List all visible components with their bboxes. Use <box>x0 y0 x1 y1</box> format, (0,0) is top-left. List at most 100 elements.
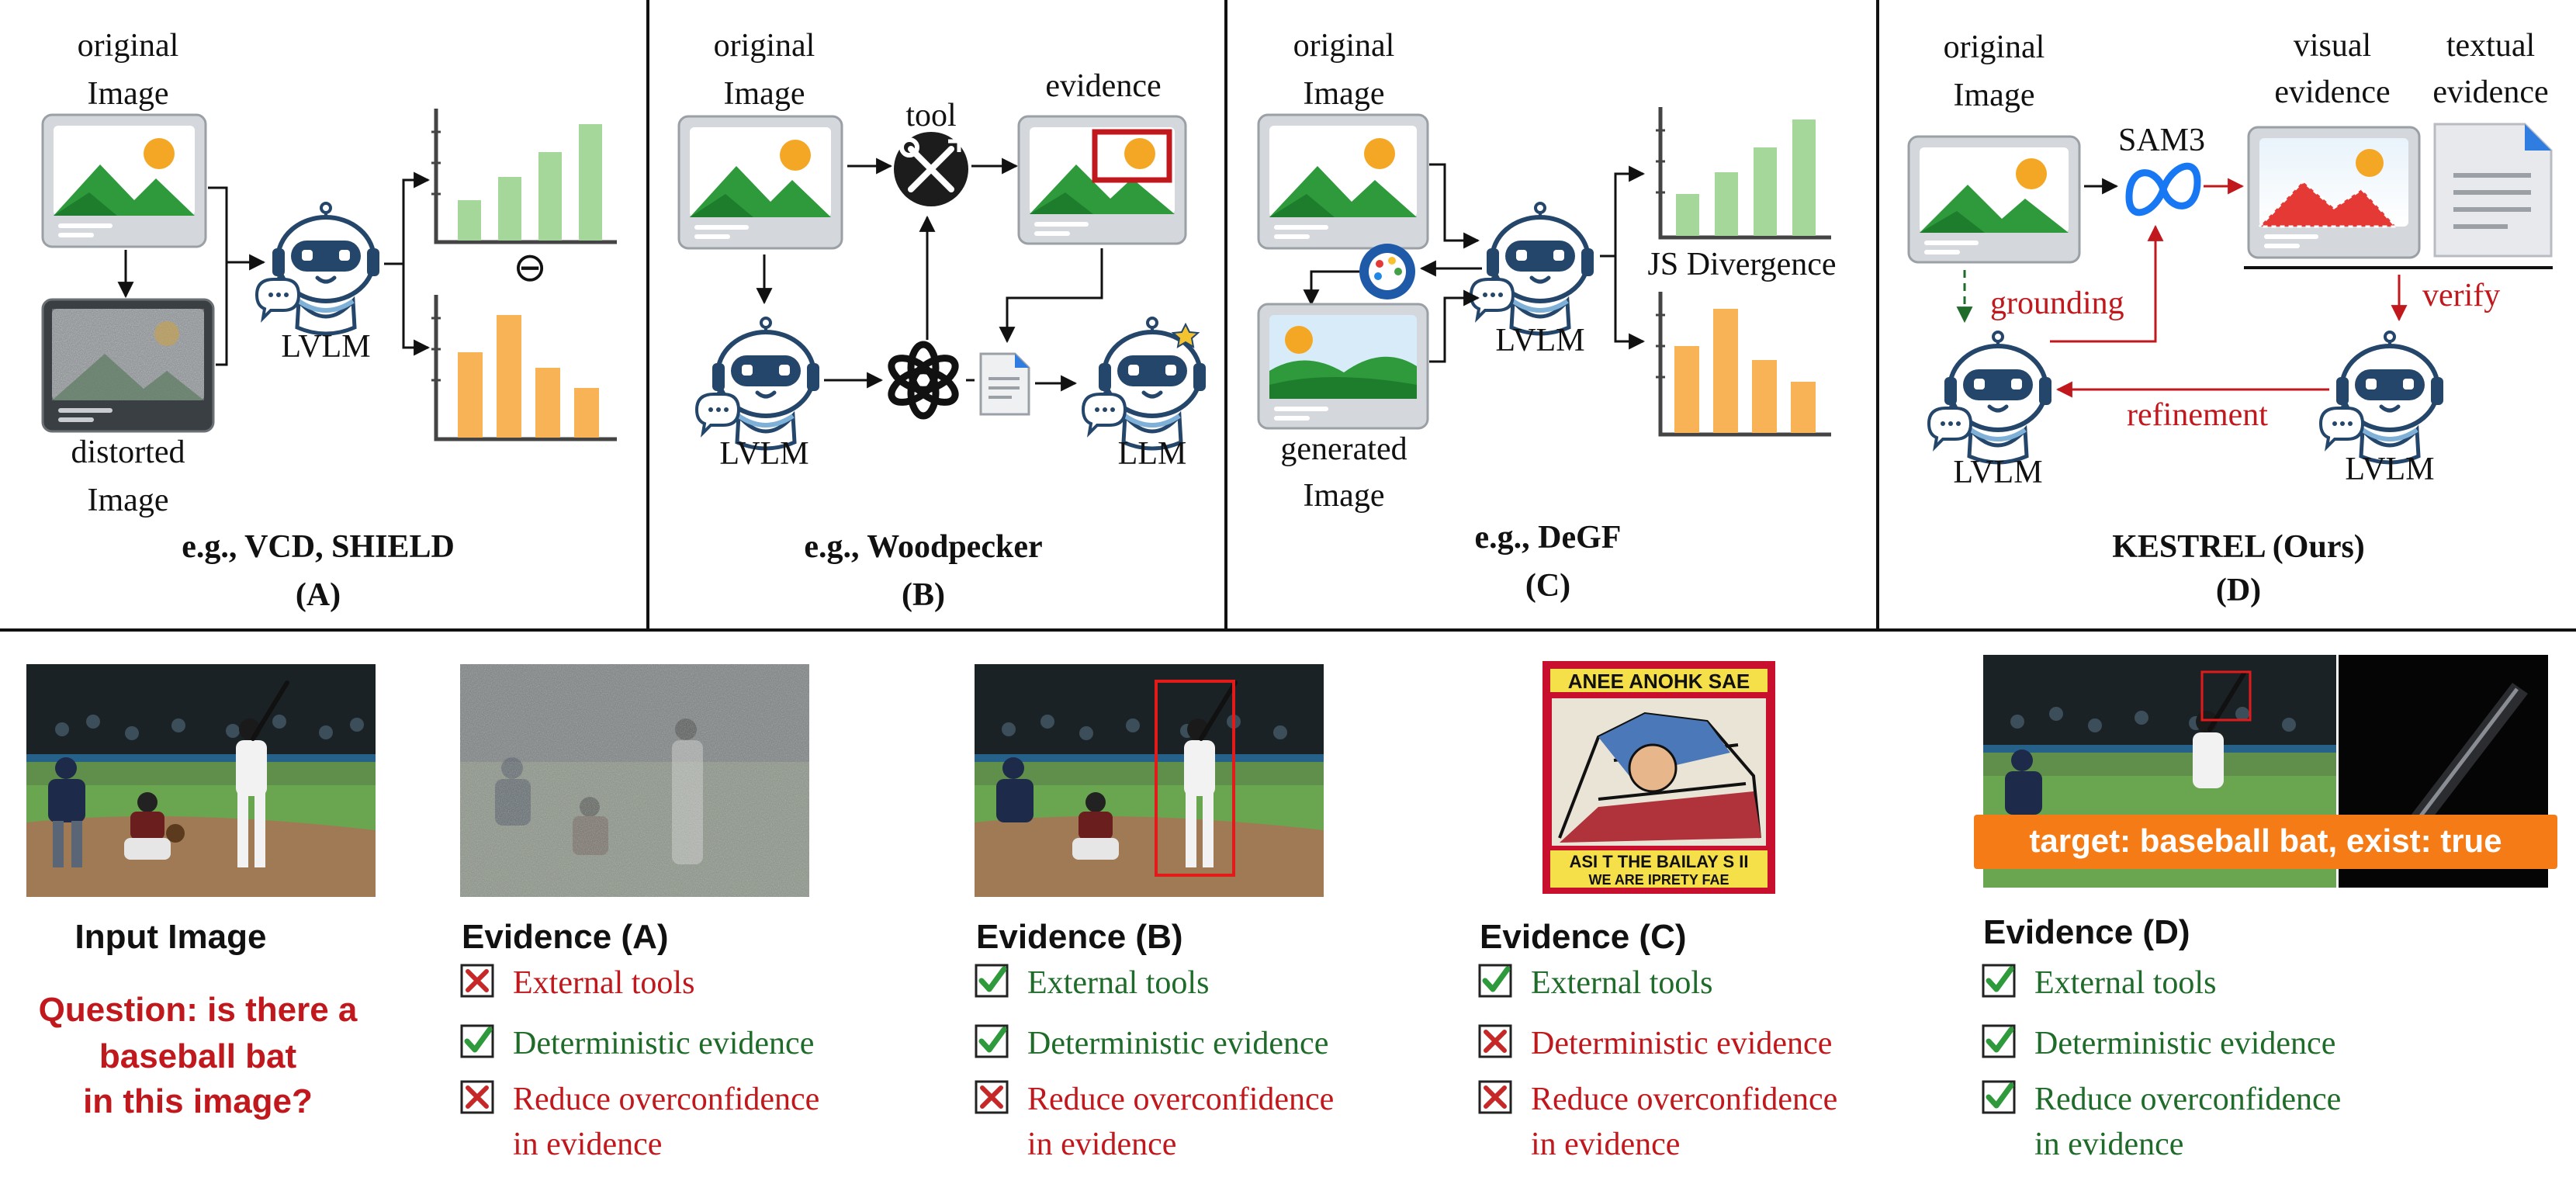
evidence-b-image <box>975 664 1324 897</box>
cross-icon <box>460 1080 494 1114</box>
evidence-c-image: ANEE ANOHK SAE ASI T THE BAILAY S II WE … <box>1542 661 1775 894</box>
panel-d-model-label-right: LVLM <box>2345 452 2434 487</box>
evidence-item-label: External tools <box>1027 965 1209 1001</box>
panel-b-tool-label: tool <box>905 98 956 133</box>
evidence-item-label: in evidence <box>2034 1127 2183 1162</box>
noise-image-icon <box>41 298 215 433</box>
panel-c-original-label-1: original <box>1293 28 1395 64</box>
evidence-item-label: Reduce overconfidence <box>513 1082 819 1117</box>
verify-label: verify <box>2422 278 2500 313</box>
grounding-label: grounding <box>1990 286 2124 321</box>
panel-b-letter: (B) <box>902 577 945 613</box>
evidence-item-label: Deterministic evidence <box>2034 1026 2335 1061</box>
image-icon <box>1257 303 1429 430</box>
meta-icon <box>2125 162 2201 216</box>
panel-b: original Image tool evidence <box>677 28 1206 613</box>
question-line-2: baseball bat <box>99 1037 297 1075</box>
comic-top-text: ANEE ANOHK SAE <box>1568 670 1750 693</box>
chart-icon <box>1656 292 1831 437</box>
panel-a-model-label: LVLM <box>281 329 370 365</box>
evidence-item-label: Reduce overconfidence <box>2034 1082 2341 1117</box>
panel-c: original Image LVLM <box>1257 28 1837 604</box>
input-photo <box>26 664 376 897</box>
question-line-3: in this image? <box>83 1082 313 1120</box>
target-banner: target: baseball bat, exist: true <box>1974 815 2557 869</box>
document-icon <box>979 352 1030 416</box>
robot-icon <box>1083 318 1206 448</box>
check-icon <box>1982 964 2016 998</box>
evidence-item-label: External tools <box>1531 965 1712 1001</box>
robot-icon <box>697 318 819 448</box>
image-icon <box>677 115 843 250</box>
evidence-item-label: Deterministic evidence <box>1531 1026 1832 1061</box>
panel-d-model-label-left: LVLM <box>1953 455 2042 490</box>
check-icon <box>1982 1024 2016 1058</box>
image-icon <box>1257 113 1429 250</box>
cross-icon <box>1478 1080 1512 1114</box>
image-icon <box>41 113 207 248</box>
panel-d-textual-label-2: evidence <box>2432 74 2548 110</box>
robot-icon <box>2321 332 2443 462</box>
check-icon <box>975 1024 1009 1058</box>
evidence-item-label: External tools <box>513 965 694 1001</box>
panel-c-model-label: LVLM <box>1495 323 1584 358</box>
question-line-1: Question: is there a <box>39 991 358 1029</box>
evidence-columns: Evidence (A)External toolsDeterministic … <box>460 913 2341 1162</box>
panel-d-visual-label-2: evidence <box>2274 74 2390 110</box>
evidence-a-image <box>460 664 809 897</box>
comic-bottom-text-2: WE ARE IPRETY FAE <box>1588 872 1729 888</box>
evidence-item-label: External tools <box>2034 965 2216 1001</box>
panel-b-llm-label: LLM <box>1118 436 1187 472</box>
evidence-item-label: Reduce overconfidence <box>1531 1082 1837 1117</box>
evidence-column: Evidence (D) External toolsDeterministic … <box>1982 913 2341 1162</box>
panel-d-letter: (D) <box>2216 573 2261 608</box>
evidence-column: Evidence (A)External toolsDeterministic … <box>460 918 819 1162</box>
cross-icon <box>975 1080 1009 1114</box>
robot-icon <box>257 203 379 334</box>
image-icon <box>2247 126 2421 259</box>
panel-a: original Image distorted Image <box>41 28 617 613</box>
evidence-item-label: in evidence <box>513 1127 662 1162</box>
separator-lines <box>0 0 2576 632</box>
tool-icon <box>894 132 968 206</box>
evidence-item-label: in evidence <box>1027 1127 1176 1162</box>
check-icon <box>975 964 1009 998</box>
panel-b-original-label-2: Image <box>724 76 805 112</box>
chart-icon <box>1656 107 1831 240</box>
robot-icon <box>1471 203 1594 334</box>
panel-c-original-label-2: Image <box>1304 76 1385 112</box>
panel-d: original Image SAM3 visual evidence text… <box>1907 28 2553 608</box>
evidence-title: Evidence (D) <box>1983 913 2190 951</box>
check-icon <box>460 1024 494 1058</box>
panel-a-caption: e.g., VCD, SHIELD <box>182 529 455 565</box>
panel-c-caption: e.g., DeGF <box>1475 520 1622 556</box>
panel-c-generated-label-1: generated <box>1280 431 1407 467</box>
panel-b-model-label: LVLM <box>719 436 808 472</box>
evidence-item-label: in evidence <box>1531 1127 1680 1162</box>
target-banner-text: target: baseball bat, exist: true <box>2029 822 2502 859</box>
panel-c-generated-label-2: Image <box>1304 478 1385 514</box>
panel-c-letter: (C) <box>1525 568 1570 604</box>
panel-d-caption: KESTREL (Ours) <box>2112 529 2365 565</box>
comic-bottom-text-1: ASI T THE BAILAY S II <box>1569 852 1748 871</box>
panel-b-evidence-label: evidence <box>1045 68 1161 104</box>
cross-icon <box>1478 1024 1512 1058</box>
panel-a-original-label-2: Image <box>88 76 169 112</box>
robot-icon <box>1929 332 2051 462</box>
panel-a-letter: (A) <box>296 577 341 613</box>
refinement-label: refinement <box>2127 397 2268 433</box>
evidence-item-label: Deterministic evidence <box>1027 1026 1328 1061</box>
check-icon <box>1982 1080 2016 1114</box>
chart-icon <box>431 109 617 244</box>
openai-icon <box>888 341 959 420</box>
panel-a-original-label-1: original <box>78 28 179 64</box>
palette-icon <box>1359 244 1415 299</box>
panel-c-divergence-label: JS Divergence <box>1648 247 1837 282</box>
panel-d-textual-label-1: textual <box>2446 28 2535 64</box>
evidence-column: Evidence (C)External toolsDeterministic … <box>1478 918 1837 1162</box>
evidence-title: Evidence (B) <box>976 918 1183 956</box>
cross-icon <box>460 964 494 998</box>
panel-d-original-label-1: original <box>1944 29 2045 65</box>
panel-b-caption: e.g., Woodpecker <box>804 529 1042 565</box>
